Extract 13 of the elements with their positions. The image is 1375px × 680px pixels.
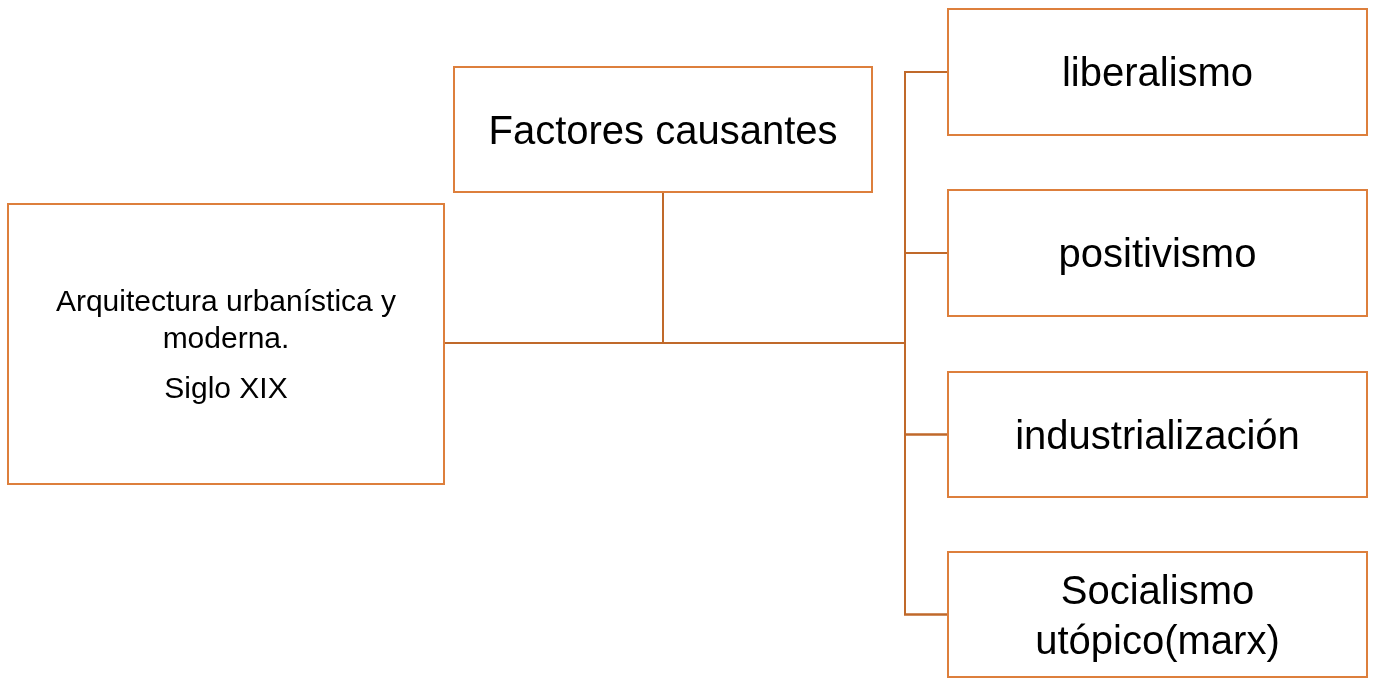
text-box xyxy=(947,189,1368,317)
text-box xyxy=(453,66,873,193)
text-box xyxy=(947,371,1368,498)
box-text: Socialismo utópico(marx) xyxy=(1034,566,1281,664)
text-box xyxy=(947,8,1368,136)
box-text: liberalismo xyxy=(1061,49,1254,96)
box-text: industrialización xyxy=(1015,411,1300,459)
box-text: Factores causantes xyxy=(488,106,838,154)
box-text: positivismo xyxy=(1058,230,1257,277)
box-text: Siglo XIX xyxy=(164,369,288,406)
box-text: Arquitectura urbanística y moderna. xyxy=(54,282,398,357)
text-box xyxy=(947,551,1368,678)
text-box xyxy=(7,203,445,485)
